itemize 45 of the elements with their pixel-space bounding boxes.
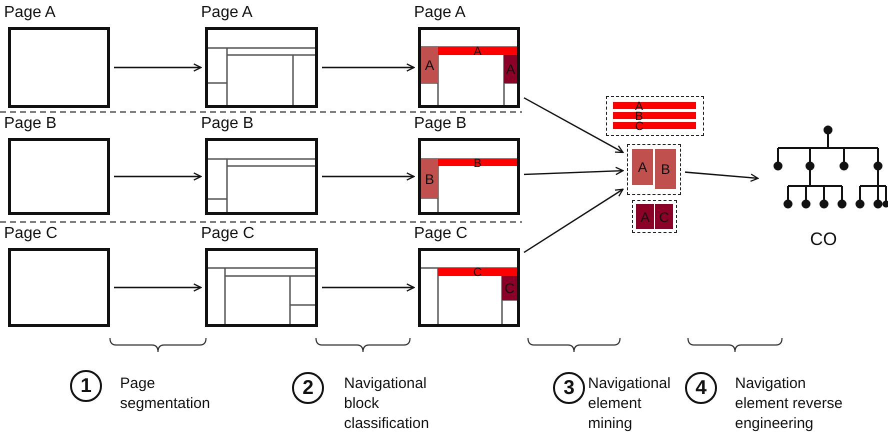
- navigation-block: A: [636, 204, 654, 229]
- navigation-block: A: [632, 149, 653, 185]
- arrow: [322, 283, 415, 292]
- dashed-group-box: [606, 96, 704, 136]
- page-title: Page C: [4, 224, 58, 244]
- navigation-block: B: [613, 112, 696, 119]
- navigation-block: C: [438, 268, 517, 276]
- arrow: [322, 63, 415, 72]
- navigation-block: B: [438, 159, 517, 166]
- page-title: Page B: [201, 114, 254, 134]
- page-title: Page C: [414, 224, 468, 244]
- step-number: 2: [292, 372, 324, 404]
- page-title: Page B: [4, 114, 56, 134]
- arrow: [322, 172, 415, 181]
- step-description: Page segmentation: [120, 374, 212, 414]
- navigation-block: B: [421, 159, 438, 198]
- navigation-block: A: [421, 47, 438, 83]
- step-description: Navigation element reverse engineering: [735, 374, 844, 434]
- step-description: Navigational block classification: [344, 374, 430, 434]
- arrow: [524, 188, 624, 254]
- step-description: Navigational element mining: [588, 374, 672, 434]
- page-title: Page A: [414, 3, 466, 23]
- navigation-block: A: [504, 55, 517, 83]
- page-title: Page B: [414, 114, 466, 134]
- arrow: [524, 97, 624, 154]
- step-number: 1: [70, 370, 102, 402]
- dashed-group-box: [627, 144, 681, 195]
- navigation-block: C: [613, 122, 696, 129]
- page-title: Page C: [201, 224, 254, 244]
- tree-label: CO: [810, 228, 837, 250]
- navigation-block: C: [502, 276, 517, 300]
- page-title: Page A: [4, 3, 56, 23]
- navigation-block: B: [655, 149, 676, 189]
- arrow: [684, 171, 759, 182]
- page-title: Page A: [201, 3, 253, 23]
- navigation-block: A: [613, 102, 696, 109]
- dashed-group-box: [632, 200, 677, 233]
- arrow: [114, 63, 202, 72]
- step-number: 4: [685, 372, 717, 404]
- arrow: [114, 283, 202, 292]
- navigation-block: A: [438, 47, 517, 55]
- step-number: 3: [553, 372, 585, 404]
- arrow: [524, 166, 624, 176]
- arrow: [114, 172, 202, 181]
- navigation-block: C: [655, 204, 673, 229]
